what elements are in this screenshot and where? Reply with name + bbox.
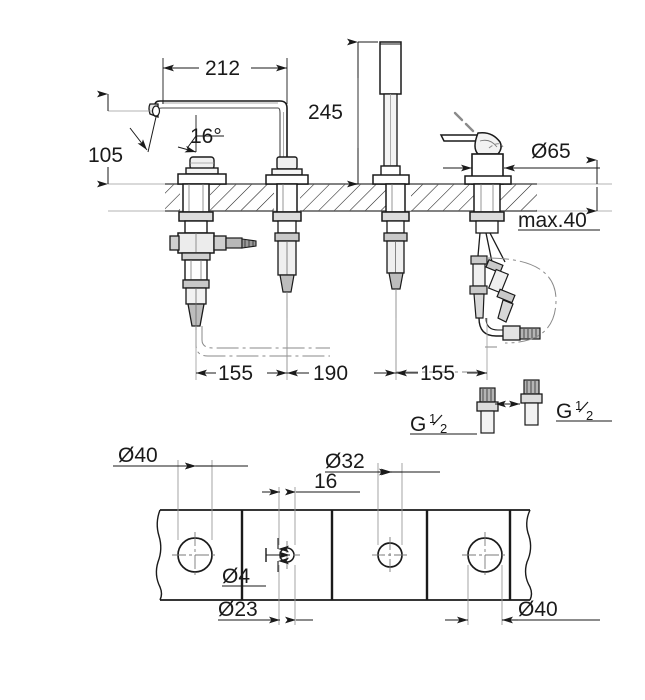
dim-label-105: 105 xyxy=(88,144,123,167)
dim-label-190: 190 xyxy=(313,362,348,385)
dim-hole-d32: Ø32 xyxy=(325,450,440,476)
dim-label-16deg: 16° xyxy=(190,125,222,148)
dim-hole-d40-left: Ø40 xyxy=(113,444,248,470)
dim-label-g-right: G xyxy=(556,400,572,423)
dim-label-g-right-den: 2 xyxy=(586,408,593,423)
dim-label-g-right-num: 1 xyxy=(575,398,582,413)
dim-spout-angle: 16° xyxy=(129,115,224,153)
handshower-outlet xyxy=(265,156,309,372)
dim-label-d40-right: Ø40 xyxy=(518,598,558,621)
deck-strip xyxy=(155,509,533,601)
handshower-wand xyxy=(372,41,410,372)
dim-hole-d23: Ø23 xyxy=(218,598,313,624)
dim-label-16: 16 xyxy=(314,470,337,493)
dim-offset-16: 16 xyxy=(262,470,360,496)
dim-label-155-left: 155 xyxy=(218,362,253,385)
elevation-view: 212 105 16° 245 xyxy=(88,38,612,436)
spout-tee-fitting xyxy=(169,232,257,254)
dim-thread-left: G 1 2 xyxy=(410,411,477,436)
dim-label-212: 212 xyxy=(205,57,240,80)
dim-hole-d40-right: Ø40 xyxy=(445,598,600,624)
dim-label-g-left-den: 2 xyxy=(440,421,447,436)
connector-left xyxy=(476,387,499,434)
dim-thread-right: G 1 2 xyxy=(495,398,612,423)
dim-label-g-left-num: 1 xyxy=(429,411,436,426)
connector-right xyxy=(520,379,543,426)
dim-deck-thickness: max.40 xyxy=(518,156,600,232)
hole-d40-left xyxy=(172,532,218,578)
spout-shank xyxy=(178,183,214,234)
dim-label-d40-left: Ø40 xyxy=(118,444,158,467)
dim-label-155-right: 155 xyxy=(420,362,455,385)
dim-spout-reach: 212 xyxy=(162,57,288,104)
dim-label-d32: Ø32 xyxy=(325,450,365,473)
spout xyxy=(148,100,288,184)
dim-label-g-left: G xyxy=(410,413,426,436)
dim-label-d4: Ø4 xyxy=(222,565,250,588)
dim-label-d65: Ø65 xyxy=(531,140,571,163)
hole-d40-right xyxy=(462,532,508,578)
dim-spout-height: 105 xyxy=(88,90,152,188)
dim-label-d23: Ø23 xyxy=(218,598,258,621)
dim-label-245: 245 xyxy=(308,101,343,124)
dim-hole-d4: Ø4 xyxy=(222,538,290,588)
hole-d32 xyxy=(372,537,408,573)
spout-hose-assembly xyxy=(181,252,330,357)
flexible-hoses xyxy=(396,232,557,373)
dim-handle-diameter: Ø65 xyxy=(443,140,600,172)
lever-mixer xyxy=(439,111,512,234)
dim-hole-spacing: 155 190 155 xyxy=(195,318,488,385)
thread-connectors: G 1 2 G 1 2 xyxy=(410,379,612,436)
plan-view: Ø40 Ø32 16 Ø4 xyxy=(113,444,600,625)
dim-handshower-height: 245 xyxy=(308,38,378,188)
dim-label-max40: max.40 xyxy=(518,209,587,232)
plan-holes xyxy=(172,532,508,578)
plan-extension-lines xyxy=(177,460,503,625)
